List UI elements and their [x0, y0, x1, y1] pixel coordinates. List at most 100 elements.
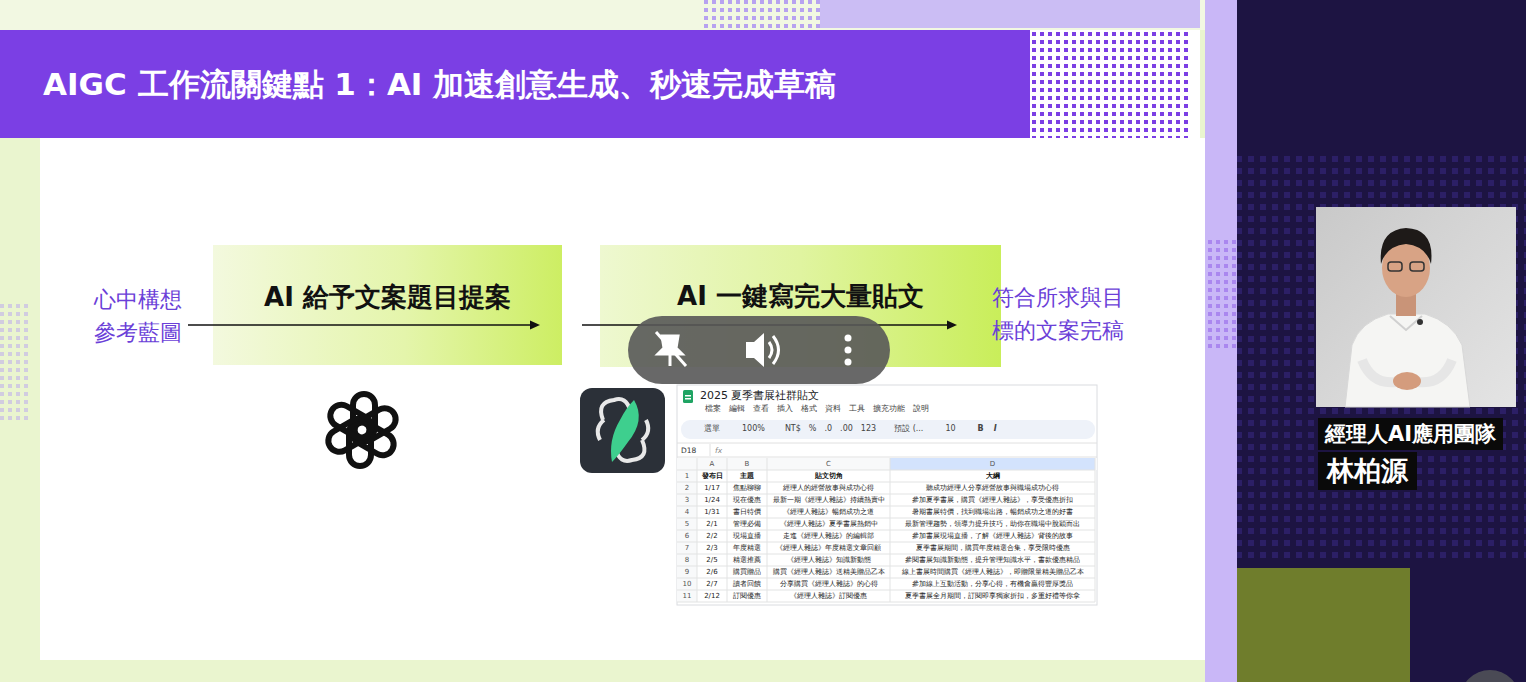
- process-band: AI 給予文案題目提案: [213, 245, 562, 365]
- label-holder: 《經理人雜誌》訂閱優惠: [767, 590, 890, 602]
- label-holder: 參加夏季書展，購買《經理人雜誌》，享受優惠折扣: [890, 494, 1095, 506]
- column-letter: C: [767, 459, 890, 469]
- flow-arrow: [188, 321, 540, 330]
- name-tag: 經理人AI應用團隊: [1318, 418, 1503, 450]
- table-cell: 1/17: [697, 482, 727, 494]
- arrow-head: [530, 321, 540, 330]
- table-cell: 購買《經理人雜誌》送精美贈品乙本: [767, 566, 890, 578]
- label-holder: D18: [681, 446, 696, 455]
- label-holder: 《經理人雜誌》年度精選文章回顧: [767, 542, 890, 554]
- top-accent: [820, 0, 1200, 28]
- menu-item: 檔案: [705, 404, 721, 414]
- label-holder: 購買《經理人雜誌》送精美贈品乙本: [767, 566, 890, 578]
- label-holder: 最新管理趨勢，領導力提升技巧，助你在職場中脫穎而出: [890, 518, 1095, 530]
- openai-logo: [324, 394, 399, 466]
- label-holder: 選單: [704, 424, 720, 434]
- menu-item: 查看: [753, 404, 769, 414]
- row-number: 4: [677, 506, 697, 518]
- column-letter: A: [697, 459, 727, 469]
- table-cell: 2/7: [697, 578, 727, 590]
- label-holder: 夏季書展全月期間，訂閱即享獨家折扣，多重好禮等你拿: [890, 590, 1095, 602]
- label-holder: 聽成功經理人分享經營故事與職場成功心得: [890, 482, 1095, 494]
- header-cell: 主題: [727, 470, 767, 482]
- label-holder: 100%: [742, 424, 765, 434]
- label-holder: 訂閱優惠: [727, 590, 767, 602]
- label-holder: 123: [861, 424, 876, 434]
- header-cell: 發布日: [697, 470, 727, 482]
- table-cell: 線上書展時間購買《經理人雜誌》，即贈限量精美贈品乙本: [890, 566, 1095, 578]
- dot-pattern: [700, 0, 820, 28]
- label-holder: 2/12: [697, 590, 727, 602]
- label-holder: 讀者回饋: [727, 578, 767, 590]
- label-holder: 10: [945, 424, 955, 434]
- side-strip: [1205, 0, 1237, 682]
- toolbar-item: 預設 (...: [894, 424, 923, 434]
- table-cell: 2/1: [697, 518, 727, 530]
- toolbar-item: 10: [945, 424, 955, 434]
- slide-title: AIGC 工作流關鍵點 1：AI 加速創意生成、秒速完成草稿: [43, 64, 836, 104]
- label-holder: 發布日: [697, 470, 727, 482]
- label-holder: 現場直播: [727, 530, 767, 542]
- row-number: 10: [677, 578, 697, 590]
- band-label: AI 一鍵寫完大量貼文: [600, 279, 1001, 313]
- title-holder: AIGC 工作流關鍵點 1：AI 加速創意生成、秒速完成草稿: [43, 64, 836, 104]
- label-holder: B: [727, 459, 767, 469]
- label-holder: 2025 夏季書展社群貼文: [700, 389, 820, 402]
- label-holder: 1/24: [697, 494, 727, 506]
- slide-body: [40, 138, 1205, 660]
- table-cell: 1/24: [697, 494, 727, 506]
- label-holder: I: [994, 424, 997, 434]
- text-node: 心中構想 參考藍圖: [92, 283, 184, 349]
- menu-item: 插入: [777, 404, 793, 414]
- table-cell: 夏季書展期間，購買年度精選合集，享受限時優惠: [890, 542, 1095, 554]
- formula-icon: fx: [715, 446, 722, 455]
- menu-item: 工具: [849, 404, 865, 414]
- label-holder: 分享購買《經理人雜誌》的心得: [767, 578, 890, 590]
- label-holder: 經理人的經營故事與成功心得: [767, 482, 890, 494]
- table-cell: 聽成功經理人分享經營故事與職場成功心得: [890, 482, 1095, 494]
- table-cell: 參加夏季書展，購買《經理人雜誌》，享受優惠折扣: [890, 494, 1095, 506]
- toolbar-item: 123: [861, 424, 876, 434]
- table-cell: 精選推薦: [727, 554, 767, 566]
- label-holder: 參加書展現場直播，了解《經理人雜誌》背後的故事: [890, 530, 1095, 542]
- table-cell: 暑期書展特價，找到職場出路，暢銷成功之道的好書: [890, 506, 1095, 518]
- column-letter: B: [727, 459, 767, 469]
- row-number: 3: [677, 494, 697, 506]
- table-cell: 參加書展現場直播，了解《經理人雜誌》背後的故事: [890, 530, 1095, 542]
- label-holder: 9: [677, 566, 697, 578]
- table-cell: 夏季書展全月期間，訂閱即享獨家折扣，多重好禮等你拿: [890, 590, 1095, 602]
- table-cell: 書日特價: [727, 506, 767, 518]
- label-holder: 參閱書展知識新動態，提升管理知識水平，書款優惠精品: [890, 554, 1095, 566]
- label-holder: 夏季書展期間，購買年度精選合集，享受限時優惠: [890, 542, 1095, 554]
- table-cell: 1/31: [697, 506, 727, 518]
- label-holder: 插入: [777, 404, 793, 414]
- label-holder: 5: [677, 518, 697, 530]
- table-cell: 現在優惠: [727, 494, 767, 506]
- label-holder: 8: [677, 554, 697, 566]
- row-number: 1: [677, 470, 697, 482]
- label-holder: 《經理人雜誌》暢銷成功之道: [767, 506, 890, 518]
- label-holder: 2/7: [697, 578, 727, 590]
- menu-item: 格式: [801, 404, 817, 414]
- label-holder: 1/17: [697, 482, 727, 494]
- label-holder: 《經理人雜誌》夏季書展熱銷中: [767, 518, 890, 530]
- label-holder: 2: [677, 482, 697, 494]
- label-holder: D: [890, 459, 1095, 469]
- label-holder: 編輯: [729, 404, 745, 414]
- label-holder: 1: [677, 470, 697, 482]
- label-holder: 3: [677, 494, 697, 506]
- label-holder: A: [697, 459, 727, 469]
- label-holder: NT$: [785, 424, 801, 434]
- toolbar-item: I: [994, 424, 997, 434]
- row-number: 7: [677, 542, 697, 554]
- label-holder: 擴充功能: [873, 404, 905, 414]
- row-number: 11: [677, 590, 697, 602]
- header-cell: 貼文切角: [767, 470, 890, 482]
- app-icon: [580, 388, 665, 473]
- table-cell: 參閱書展知識新動態，提升管理知識水平，書款優惠精品: [890, 554, 1095, 566]
- name-tag-text: 林柏源: [1327, 454, 1408, 488]
- band-label: AI 給予文案題目提案: [213, 280, 562, 314]
- label-holder: %: [809, 424, 817, 434]
- table-cell: 《經理人雜誌》夏季書展熱銷中: [767, 518, 890, 530]
